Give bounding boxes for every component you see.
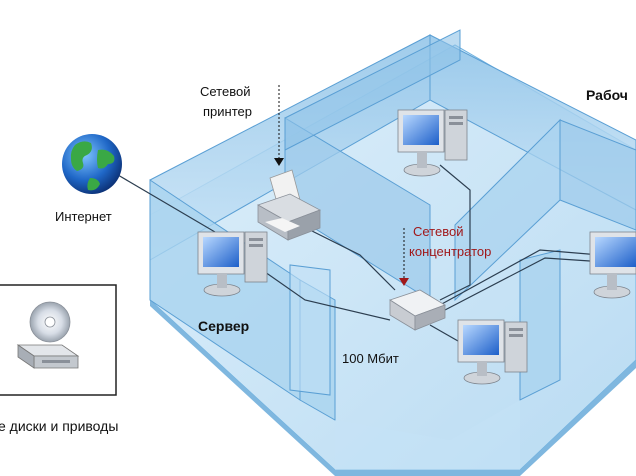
drives-label: е диски и приводы	[0, 418, 118, 434]
speed-label: 100 Мбит	[342, 351, 399, 366]
internet-globe-icon	[62, 134, 122, 194]
cable-server-hub	[254, 264, 391, 321]
cable-hub-right-2	[444, 257, 606, 311]
workstation-right-icon	[589, 231, 636, 299]
partition-front-bottom	[335, 300, 520, 470]
printer-label-line2: принтер	[203, 104, 252, 119]
workstation-top-icon	[397, 109, 468, 177]
pointer-lines	[278, 85, 405, 278]
hub-icon	[389, 289, 446, 331]
cable-hub-top	[439, 164, 471, 301]
workstations-label: Рабоч	[586, 87, 628, 103]
network-cables	[117, 164, 606, 346]
floor-slab	[150, 300, 335, 476]
workstation-bottom-icon	[457, 319, 528, 385]
office-floorplan	[149, 29, 636, 476]
hub-pointer-arrow	[399, 278, 409, 286]
partition-far-right	[559, 119, 636, 231]
labels: Сетевой принтер Интернет Сервер Сетевой …	[0, 84, 628, 434]
internet-label: Интернет	[55, 209, 112, 224]
cable-hub-right	[439, 249, 601, 306]
disk-drive-icon	[16, 344, 80, 369]
cable-printer-hub	[299, 224, 396, 291]
partition-front-mid	[289, 264, 331, 396]
server-label: Сервер	[198, 318, 249, 334]
cable-internet-server	[117, 174, 216, 233]
printer-pointer-arrow	[274, 158, 284, 166]
server-computer-icon	[197, 231, 268, 297]
printer-label-line1: Сетевой	[200, 84, 250, 99]
printer-icon	[257, 169, 321, 241]
cd-disc-icon	[29, 301, 71, 343]
hub-label-line2: концентратор	[409, 244, 491, 259]
hub-label-line1: Сетевой	[413, 224, 463, 239]
partition-top-room	[284, 29, 461, 151]
floor-slab-right	[335, 360, 636, 476]
